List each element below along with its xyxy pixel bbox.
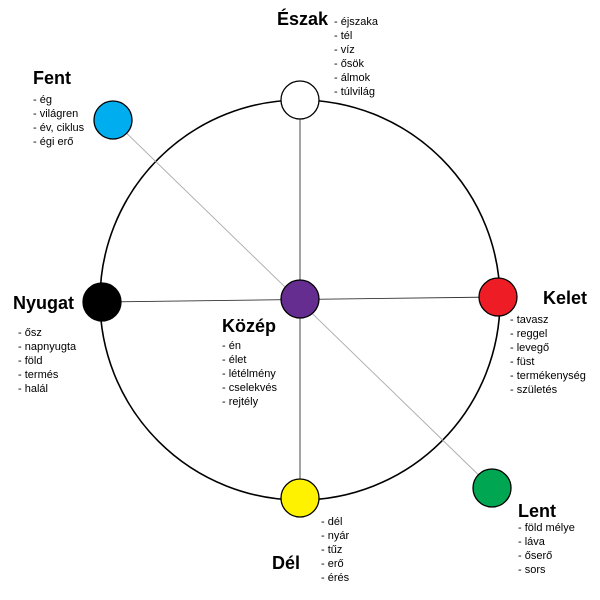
attribute-item: láva	[518, 535, 575, 549]
attribute-item: sors	[518, 563, 575, 577]
west-title: Nyugat	[13, 293, 75, 313]
attribute-item: őserő	[518, 549, 575, 563]
west-attributes: ősznapnyugtaföldterméshalál	[18, 326, 76, 396]
attribute-item: én	[222, 339, 277, 353]
north-attributes: éjszakatélvízősökálmoktúlvilág	[334, 15, 378, 99]
attribute-item: ősök	[334, 57, 378, 71]
north-title: Észak	[277, 9, 329, 29]
north-dot	[280, 80, 320, 120]
attribute-item: tavasz	[510, 313, 586, 327]
attribute-item: égi erő	[33, 135, 84, 149]
south-dot	[280, 478, 320, 518]
attribute-item: ősz	[18, 326, 76, 340]
below-dot	[472, 468, 512, 508]
attribute-item: túlvilág	[334, 85, 378, 99]
east-title: Kelet	[543, 288, 588, 308]
attribute-item: születés	[510, 383, 586, 397]
east-attributes: tavaszreggellevegőfüsttermékenységszület…	[510, 313, 586, 397]
attribute-item: termékenység	[510, 369, 586, 383]
attribute-item: élet	[222, 353, 277, 367]
attribute-item: év, ciklus	[33, 121, 84, 135]
attribute-item: érés	[321, 571, 349, 585]
attribute-item: világren	[33, 107, 84, 121]
attribute-item: nyár	[321, 529, 349, 543]
center-attributes: énéletlétélménycselekvésrejtély	[222, 339, 277, 409]
south-title: Dél	[272, 553, 301, 573]
attribute-item: rejtély	[222, 395, 277, 409]
attribute-item: víz	[334, 43, 378, 57]
below-attributes: föld mélyelávaőserősors	[518, 521, 575, 577]
attribute-item: tél	[334, 29, 378, 43]
attribute-item: éjszaka	[334, 15, 378, 29]
attribute-item: tűz	[321, 543, 349, 557]
below-title: Lent	[518, 501, 556, 521]
above-title: Fent	[33, 68, 71, 88]
south-attributes: délnyártűzerőérés	[321, 515, 349, 585]
attribute-item: ég	[33, 93, 84, 107]
attribute-item: föld mélye	[518, 521, 575, 535]
attribute-item: füst	[510, 355, 586, 369]
attribute-item: erő	[321, 557, 349, 571]
west-dot	[82, 282, 122, 322]
attribute-item: álmok	[334, 71, 378, 85]
attribute-item: létélmény	[222, 367, 277, 381]
above-attributes: égvilágrenév, cikluségi erő	[33, 93, 84, 149]
attribute-item: napnyugta	[18, 340, 76, 354]
attribute-item: dél	[321, 515, 349, 529]
attribute-item: halál	[18, 382, 76, 396]
attribute-item: reggel	[510, 327, 586, 341]
attribute-item: termés	[18, 368, 76, 382]
above-dot	[93, 100, 133, 140]
east-dot	[478, 277, 518, 317]
center-title: Közép	[222, 316, 276, 336]
attribute-item: föld	[18, 354, 76, 368]
attribute-item: levegő	[510, 341, 586, 355]
center-dot	[280, 279, 320, 319]
attribute-item: cselekvés	[222, 381, 277, 395]
